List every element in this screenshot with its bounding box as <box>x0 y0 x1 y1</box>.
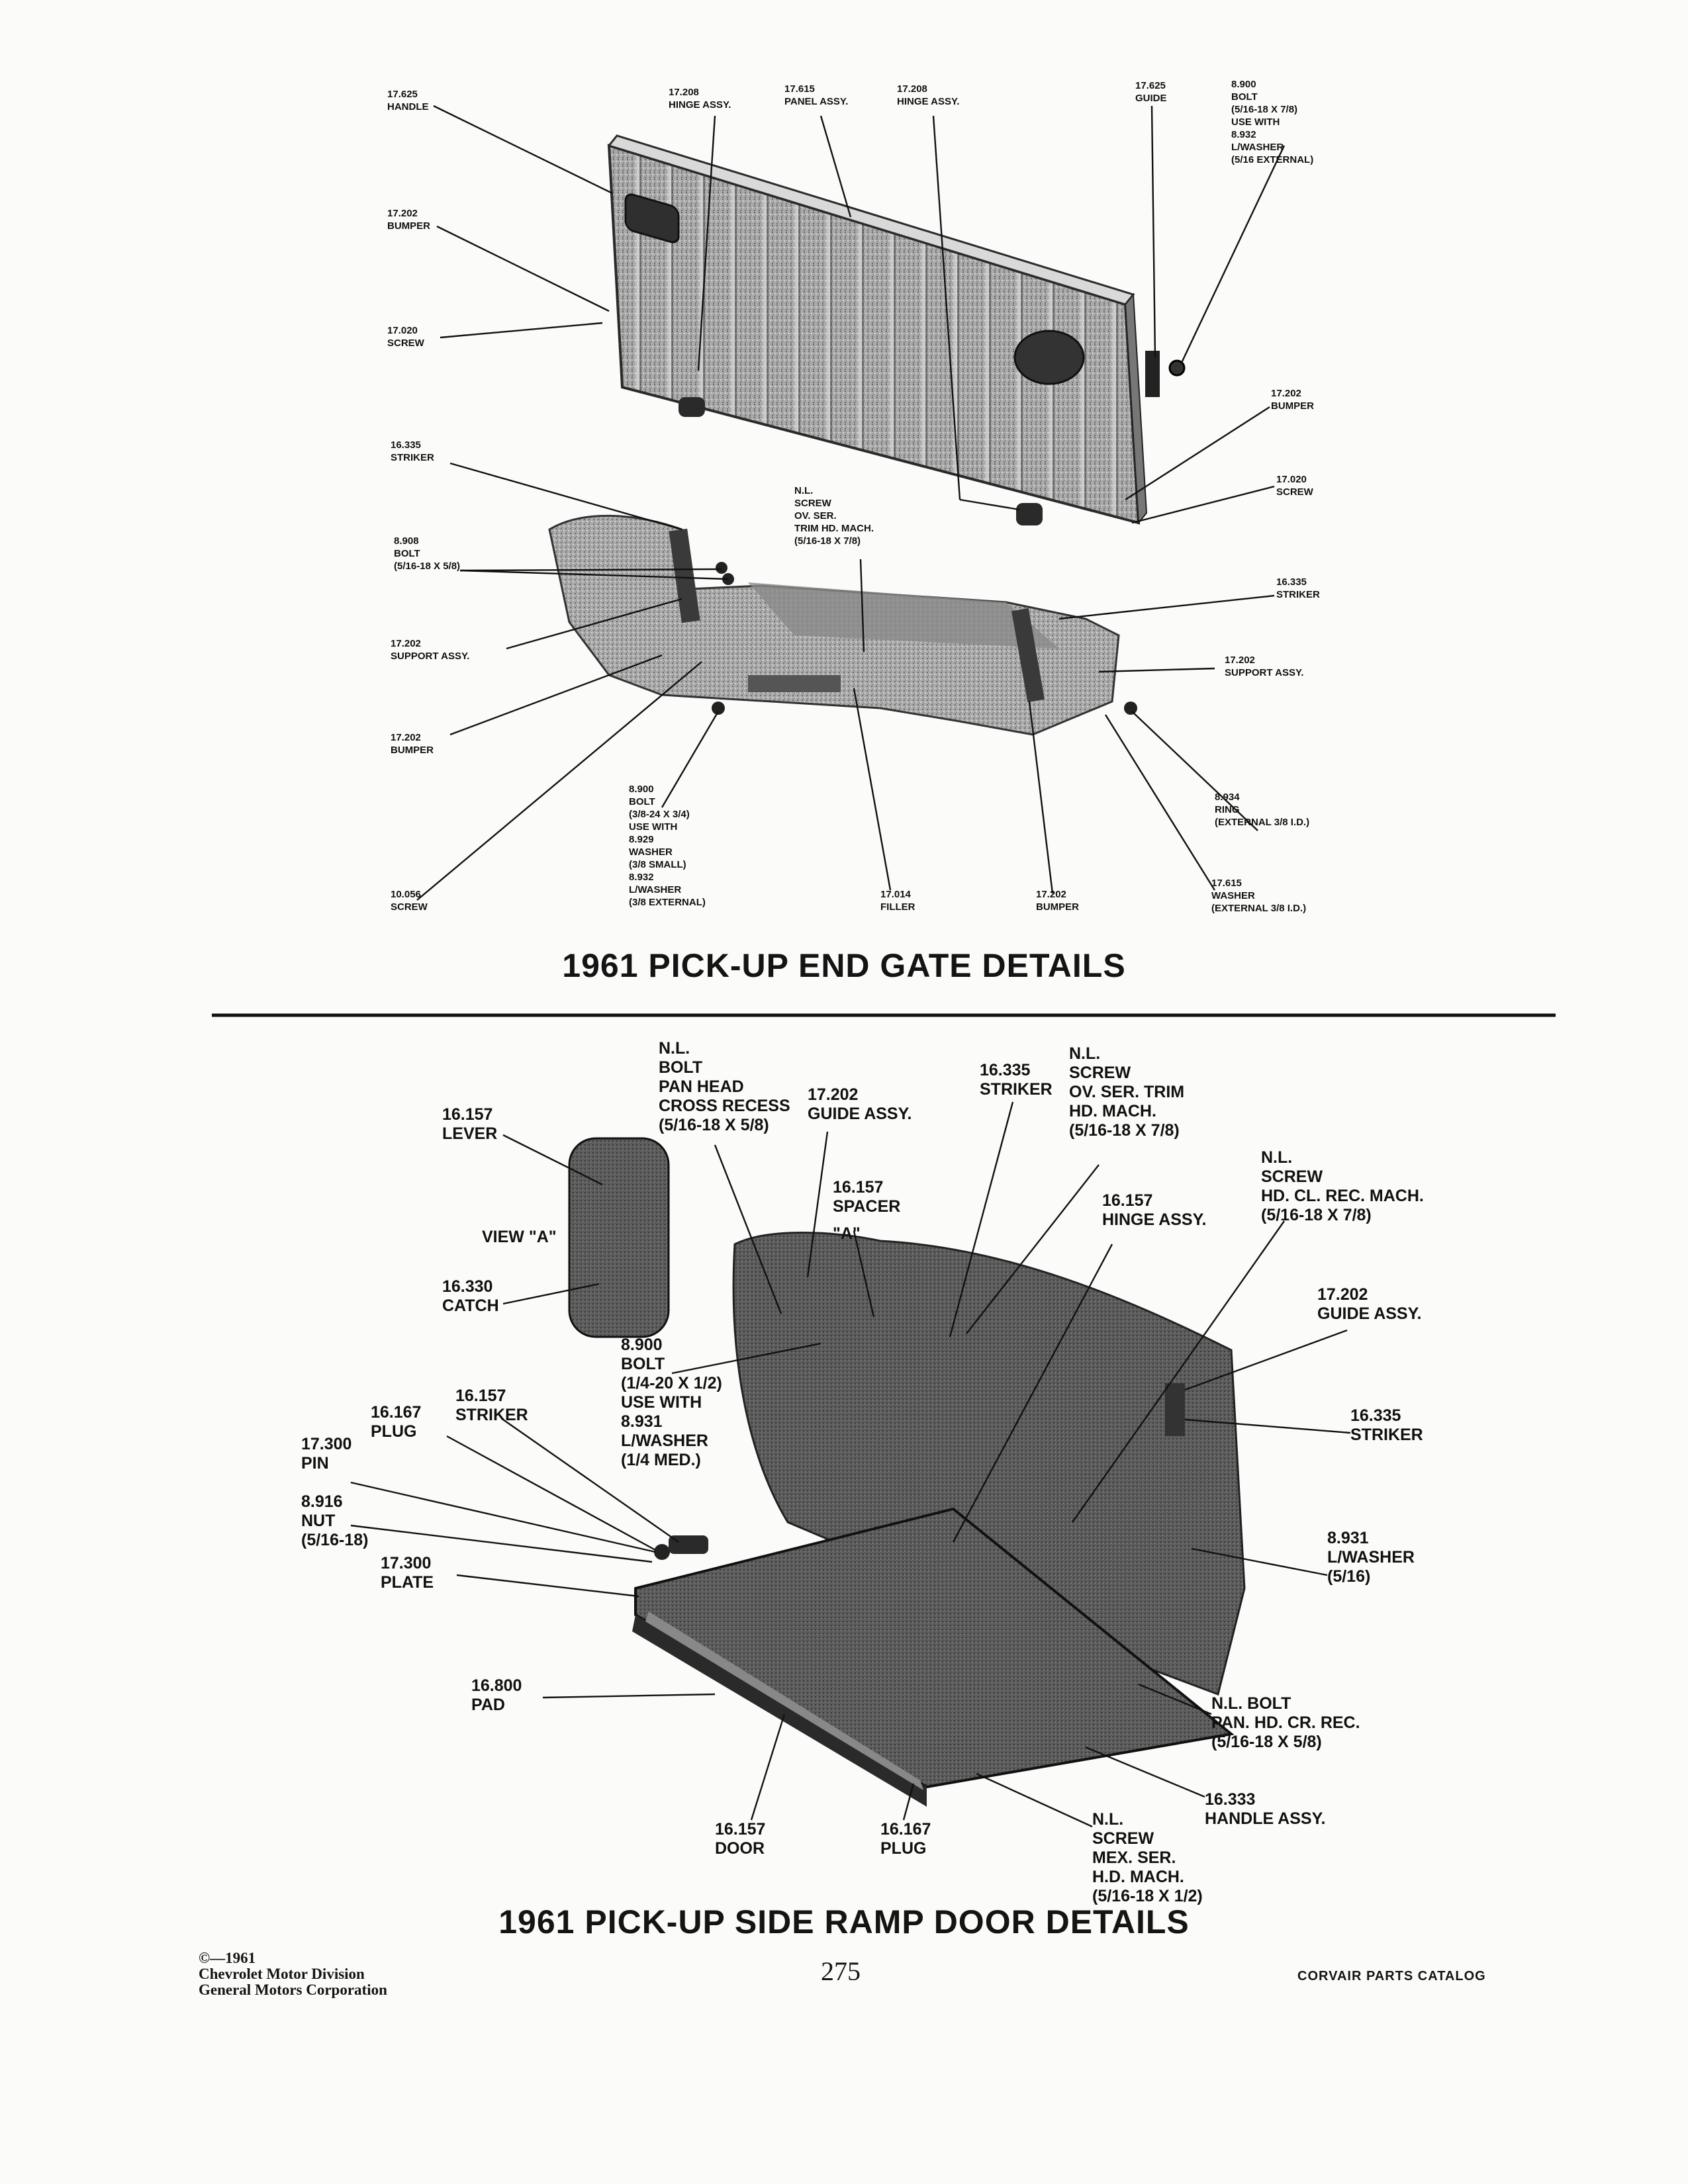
support-arm-left <box>669 528 700 623</box>
body-side-panel <box>732 1232 1246 1696</box>
bolt-left-1 <box>716 562 727 574</box>
callout-support-left: 17.202 SUPPORT ASSY. <box>391 638 470 662</box>
callout-bumper-bottom: 17.202 BUMPER <box>1036 889 1080 913</box>
view-a-detail <box>568 1137 670 1338</box>
striker-piece <box>1165 1383 1185 1436</box>
callout-nl-bolt-pan: N.L. BOLT PAN HEAD CROSS RECESS (5/16-18… <box>659 1039 790 1134</box>
callout-hinge-assy: 16.157 HINGE ASSY. <box>1102 1191 1207 1229</box>
hinge-knuckle-left <box>679 397 705 417</box>
callout-view-a: VIEW "A" <box>482 1228 557 1246</box>
callout-support-right: 17.202 SUPPORT ASSY. <box>1225 655 1304 678</box>
callout-bumper-right-upper: 17.202 BUMPER <box>1271 388 1315 412</box>
callout-nl-screw-mex: N.L. SCREW MEX. SER. H.D. MACH. (5/16-18… <box>1092 1810 1203 1905</box>
callout-screw-10056: 10.056 SCREW <box>391 889 428 913</box>
floor-panel <box>748 582 1059 649</box>
callout-nl-screw: N.L. SCREW OV. SER. TRIM HD. MACH. (5/16… <box>794 485 874 547</box>
nut-piece <box>654 1544 670 1560</box>
page-number: 275 <box>821 1956 861 1986</box>
handle-recess-right <box>1013 330 1085 385</box>
ramp-door <box>634 1507 1235 1789</box>
callout-nl-screw-hd: N.L. SCREW HD. CL. REC. MACH. (5/16-18 x… <box>1261 1148 1424 1224</box>
end-gate-leader-lines <box>416 105 1286 901</box>
callout-handle: 17.625 HANDLE <box>387 89 429 113</box>
callout-striker-right: 16.335 STRIKER <box>1276 576 1320 600</box>
side-ramp-leader-lines <box>350 1101 1351 1828</box>
handle-recess-left <box>624 193 680 244</box>
callout-screw-left: 17.020 SCREW <box>387 325 424 349</box>
callout-ring: 8.934 RING (EXTERNAL 3/8 I.D.) <box>1215 792 1310 828</box>
hinge-knuckle-right <box>1016 503 1043 525</box>
callout-lwasher: 8.931 L/WASHER (5/16) <box>1327 1529 1415 1586</box>
end-gate-photo <box>607 134 1186 525</box>
callout-pin: 17.300 PIN <box>301 1435 352 1473</box>
filler-strip <box>748 675 841 692</box>
catalog-name: CORVAIR PARTS CATALOG <box>1297 1969 1486 1983</box>
side-ramp-photo <box>568 1137 1246 1807</box>
callout-catch: 16.330 CATCH <box>442 1277 499 1315</box>
callout-handle-assy: 16.333 HANDLE ASSY. <box>1205 1790 1326 1828</box>
callout-plug-bottom: 16.167 PLUG <box>880 1820 931 1858</box>
callout-guide: 17.625 GUIDE <box>1135 80 1167 104</box>
callout-screw-right: 17.020 SCREW <box>1276 474 1313 498</box>
callout-hinge-assy-1: 17.208 HINGE ASSY. <box>669 87 731 111</box>
callout-pad: 16.800 PAD <box>471 1676 522 1714</box>
ramp-door-edge <box>632 1615 927 1807</box>
callout-filler: 17.014 FILLER <box>880 889 915 913</box>
callout-panel-assy: 17.615 PANEL ASSY. <box>784 83 849 107</box>
callout-guide-assy-right: 17.202 GUIDE ASSY. <box>1317 1285 1422 1323</box>
end-gate-title: 1961 PICK-UP END GATE DETAILS <box>562 947 1126 984</box>
copyright-notice: ©—1961 Chevrolet Motor Division General … <box>199 1950 387 1998</box>
callout-bolt-bottom: 8.900 BOLT (3/8-24 x 3/4) USE WITH 8.929… <box>629 784 706 908</box>
tailgate-side-edge <box>1124 293 1148 525</box>
callout-nl-bolt-pan-hd: N.L. BOLT PAN. HD. CR. REC. (5/16-18 x 5… <box>1211 1694 1360 1751</box>
callout-guide-assy-top: 17.202 GUIDE ASSY. <box>808 1085 912 1123</box>
callout-spacer: 16.157 SPACER <box>833 1178 901 1216</box>
callout-striker-top: 16.335 STRIKER <box>980 1061 1053 1099</box>
callout-nl-screw-trim: N.L. SCREW OV. SER. TRIM HD. MACH. (5/16… <box>1069 1044 1185 1140</box>
callout-bolt-top: 8.900 BOLT (5/16-18 x 7/8) USE WITH 8.93… <box>1231 79 1314 165</box>
callout-washer: 17.615 WASHER (EXTERNAL 3/8 I.D.) <box>1211 878 1307 914</box>
callout-plate: 17.300 PLATE <box>381 1554 434 1592</box>
guide-bracket <box>1145 351 1160 397</box>
callout-plug-top: 16.167 PLUG <box>371 1403 422 1441</box>
callout-hinge-assy-2: 17.208 HINGE ASSY. <box>897 83 960 107</box>
callout-striker-left: 16.335 STRIKER <box>391 439 434 463</box>
striker-piece-left <box>669 1535 708 1554</box>
pad-strip <box>645 1612 923 1790</box>
bolt-head <box>1168 359 1186 377</box>
callout-bolt-8900: 8.900 BOLT (1/4-20 x 1/2) USE WITH 8.931… <box>621 1336 722 1469</box>
callout-lever: 16.157 LEVER <box>442 1105 498 1143</box>
callout-striker-left: 16.157 STRIKER <box>455 1387 528 1424</box>
callout-door: 16.157 DOOR <box>715 1820 766 1858</box>
side-ramp-title: 1961 PICK-UP SIDE RAMP DOOR DETAILS <box>498 1903 1190 1940</box>
callout-view-a-marker: "A" <box>833 1224 861 1243</box>
callout-bumper-left-upper: 17.202 BUMPER <box>387 208 431 232</box>
bolt-bottom-piece <box>712 702 725 715</box>
support-arm-right <box>1011 608 1045 703</box>
ring-piece <box>1124 702 1137 715</box>
callout-bolt-8908: 8.908 BOLT (5/16-18 x 5/8) <box>394 535 461 572</box>
callout-striker-right: 16.335 STRIKER <box>1350 1406 1423 1444</box>
callout-nut: 8.916 NUT (5/16-18) <box>301 1492 369 1549</box>
callout-bumper-left-lower: 17.202 BUMPER <box>391 732 434 756</box>
end-gate-floor-photo <box>548 514 1137 736</box>
